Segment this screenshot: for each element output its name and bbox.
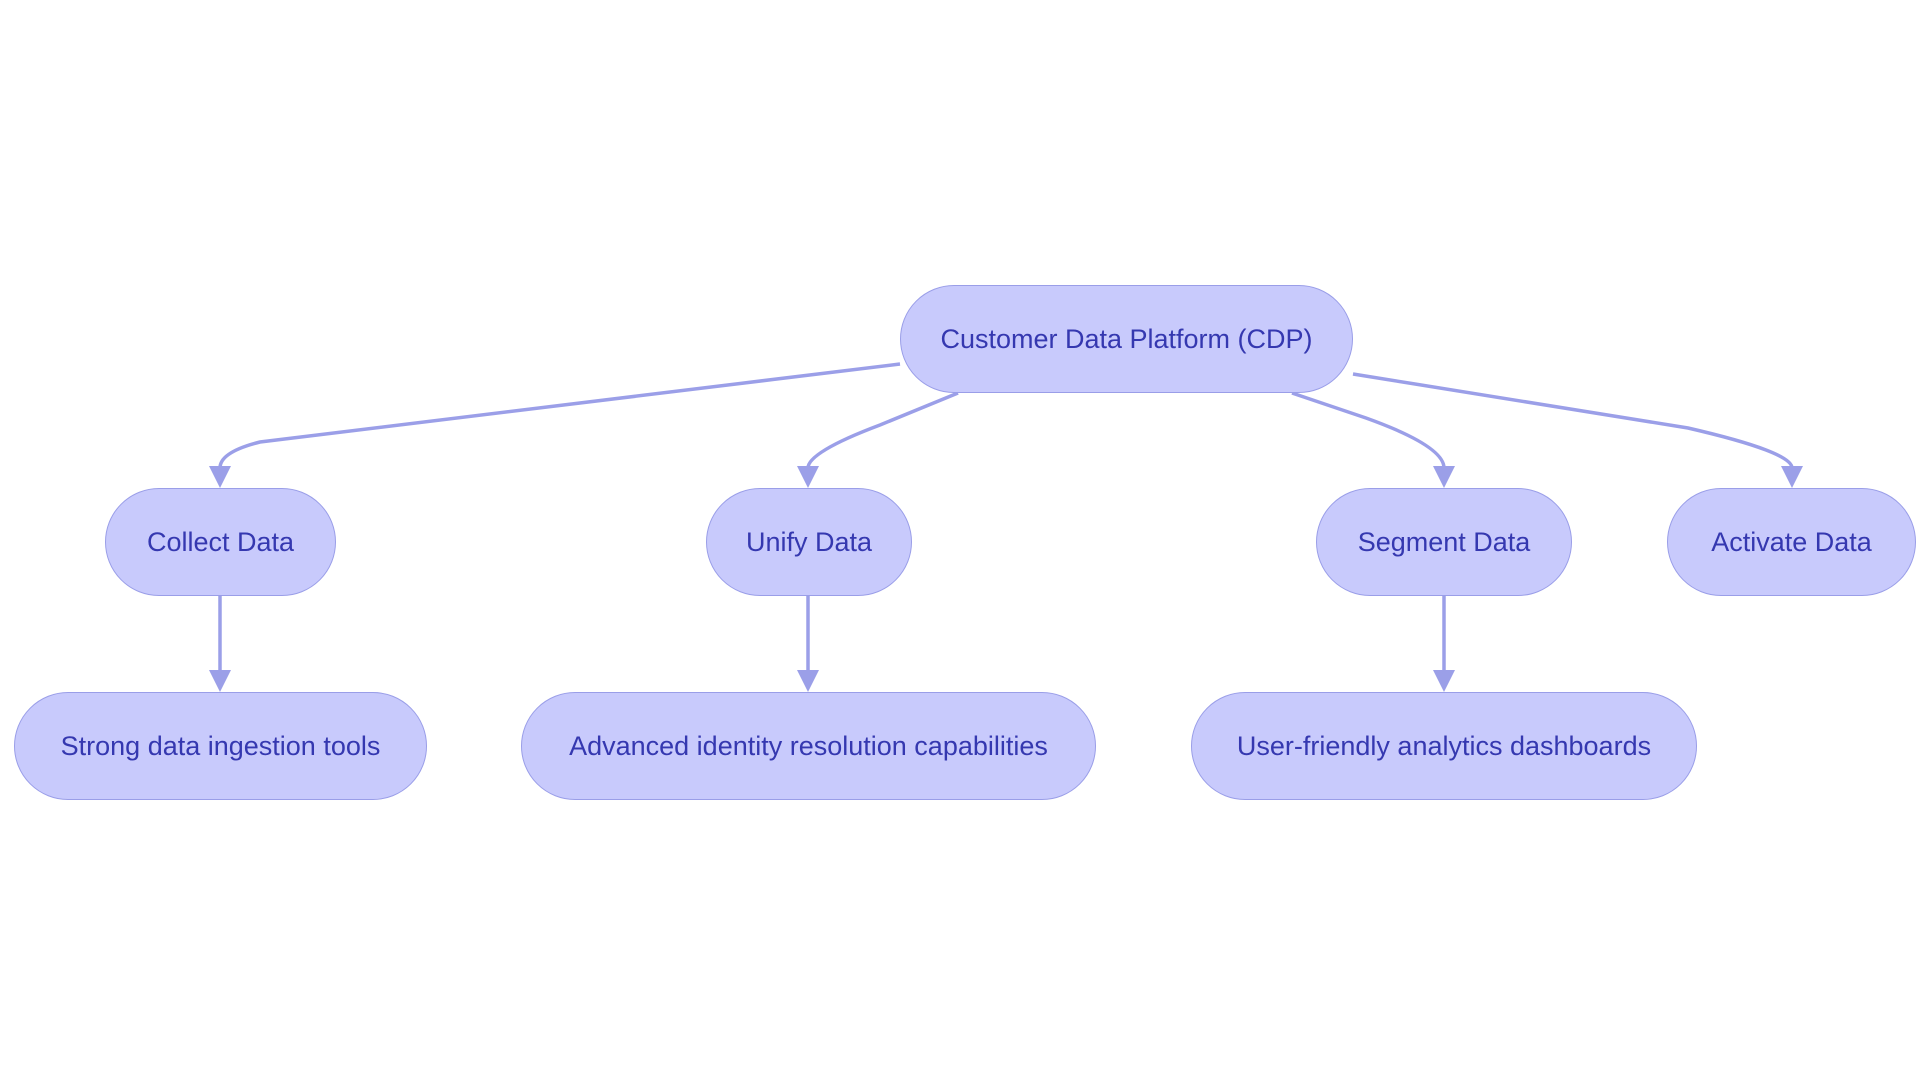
edge-root-to-segment: [1291, 391, 1446, 469]
node-collect-data[interactable]: Collect Data: [105, 488, 336, 596]
edge-root-to-activate: [1352, 372, 1794, 469]
node-strong-data-ingestion-tools[interactable]: Strong data ingestion tools: [14, 692, 427, 800]
node-label: Advanced identity resolution capabilitie…: [569, 730, 1048, 761]
arrowhead-activate: [1781, 466, 1803, 488]
arrowhead-segment: [1433, 466, 1455, 488]
node-label: Collect Data: [146, 526, 295, 557]
node-activate-data[interactable]: Activate Data: [1667, 488, 1916, 596]
node-label: Unify Data: [745, 526, 873, 557]
node-label: Activate Data: [1711, 526, 1872, 557]
arrowhead-unify: [797, 466, 819, 488]
arrowhead-user-friendly: [1433, 670, 1455, 692]
node-user-friendly-dashboards[interactable]: User-friendly analytics dashboards: [1191, 692, 1697, 800]
edge-root-to-unify: [806, 391, 959, 469]
arrowhead-collect: [209, 466, 231, 488]
node-segment-data[interactable]: Segment Data: [1316, 488, 1572, 596]
node-label: Segment Data: [1357, 526, 1531, 557]
node-unify-data[interactable]: Unify Data: [706, 488, 912, 596]
arrowhead-strong: [209, 670, 231, 692]
edge-root-to-collect: [218, 362, 901, 469]
node-label: Customer Data Platform (CDP): [940, 323, 1313, 354]
arrowhead-advanced: [797, 670, 819, 692]
node-label: Strong data ingestion tools: [60, 730, 381, 761]
node-advanced-identity-resolution[interactable]: Advanced identity resolution capabilitie…: [521, 692, 1096, 800]
node-customer-data-platform[interactable]: Customer Data Platform (CDP): [900, 285, 1353, 393]
node-label: User-friendly analytics dashboards: [1236, 730, 1652, 761]
